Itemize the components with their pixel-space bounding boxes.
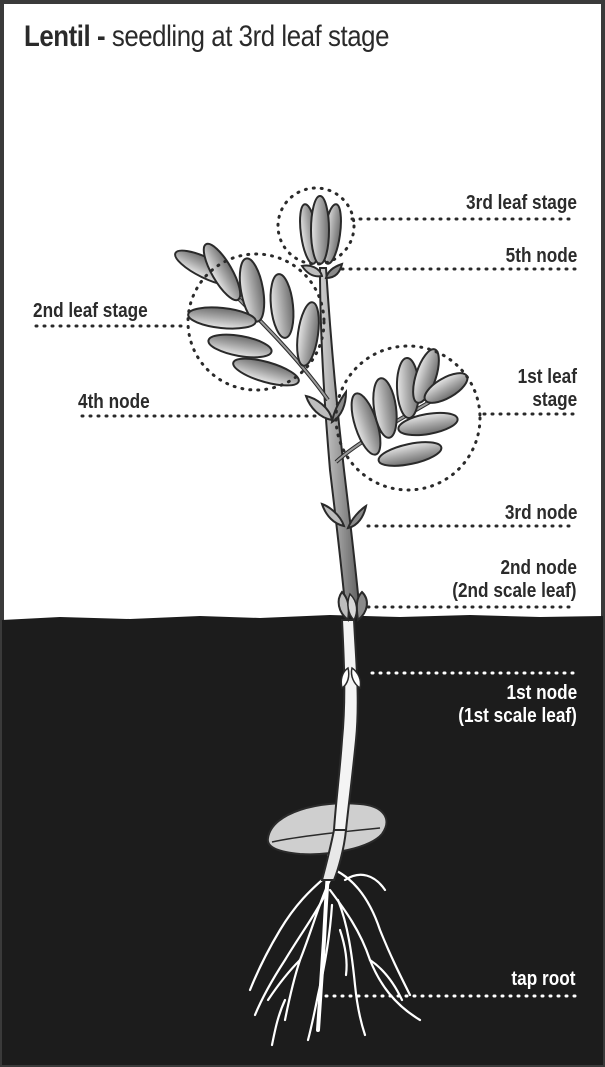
label-3rd-leaf-stage: 3rd leaf stage	[466, 192, 577, 215]
leaf1-leaflets	[346, 346, 472, 470]
label-1st-leaf-line2: stage	[532, 389, 577, 412]
label-3rd-node: 3rd node	[504, 502, 577, 525]
label-tap-root: tap root	[511, 968, 575, 991]
title-bold: Lentil -	[24, 20, 105, 53]
label-2nd-leaf-stage: 2nd leaf stage	[33, 300, 148, 323]
title-rest: seedling at 3rd leaf stage	[112, 20, 389, 53]
leaf3-bud	[297, 196, 344, 265]
label-2nd-node-line2: (2nd scale leaf)	[453, 580, 577, 603]
leaf2-leaflets	[171, 239, 322, 391]
label-1st-node-line2: (1st scale leaf)	[458, 705, 577, 728]
label-5th-node: 5th node	[505, 245, 577, 268]
label-4th-node: 4th node	[78, 391, 150, 414]
label-1st-leaf-line1: 1st leaf	[518, 366, 577, 389]
page-title: Lentil - seedling at 3rd leaf stage	[24, 20, 389, 54]
label-2nd-node-line1: 2nd node	[501, 557, 577, 580]
label-1st-node-line1: 1st node	[506, 682, 577, 705]
